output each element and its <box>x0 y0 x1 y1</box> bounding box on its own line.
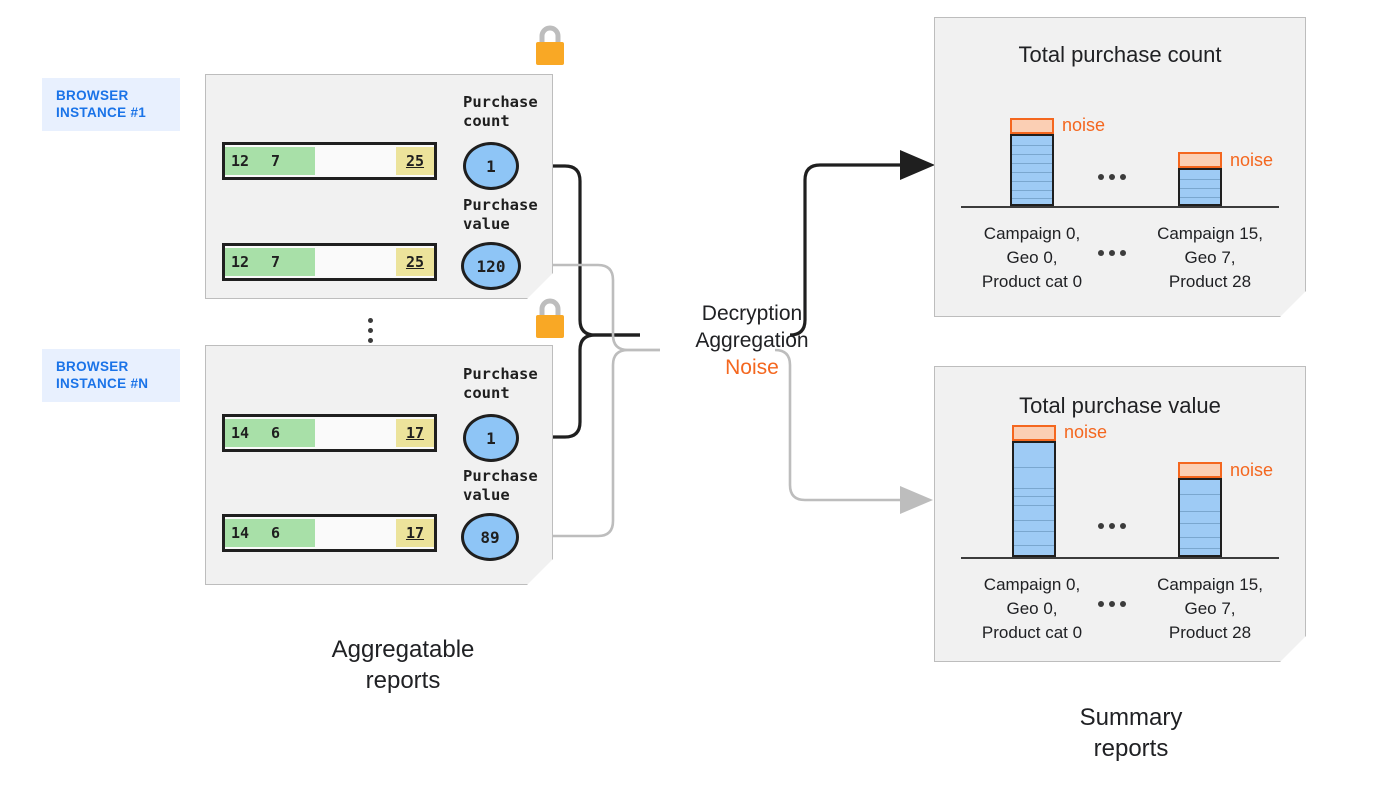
bar-count-campaign-0 <box>1010 134 1054 206</box>
report-cell-campaign: 14 <box>225 419 265 447</box>
metric-label-purchase-value: Purchase value <box>463 196 538 233</box>
metric-label-purchase-count: Purchase count <box>463 365 538 402</box>
noise-cap-bar-1 <box>1010 118 1054 134</box>
report-cell-gap <box>315 419 396 447</box>
noise-label-bar-2: noise <box>1230 460 1274 480</box>
report-cell-campaign: 12 <box>225 248 265 276</box>
noise-label-bar-1: noise <box>1064 422 1108 442</box>
wire-count-n <box>524 333 640 439</box>
report-row: 14 6 17 <box>222 414 437 452</box>
category-label-campaign-0: Campaign 0, Geo 0, Product cat 0 <box>981 224 1083 291</box>
caption-aggregatable-reports: Aggregatable reports <box>331 636 475 694</box>
vertical-ellipsis <box>368 318 373 343</box>
wire-out-count <box>789 163 905 337</box>
report-cell-geo: 7 <box>265 147 315 175</box>
noise-cap-bar-1 <box>1012 425 1056 441</box>
lock-icon <box>533 295 567 343</box>
report-cell-value-text: 25 <box>405 152 425 170</box>
purchase-count-bubble: 1 <box>463 142 519 190</box>
report-cell-geo: 6 <box>265 519 315 547</box>
report-cell-geo: 7 <box>265 248 315 276</box>
report-cell-campaign: 12 <box>225 147 265 175</box>
purchase-value-bubble: 89 <box>461 513 519 561</box>
chart-ellipsis-count <box>1098 174 1126 180</box>
report-cell-geo: 6 <box>265 419 315 447</box>
wire-value-n <box>522 348 660 538</box>
process-aggregation: Aggregation <box>695 329 809 352</box>
bar-value-campaign-15 <box>1178 478 1222 557</box>
report-cell-value: 25 <box>396 147 434 175</box>
summary-report-panel-value <box>934 366 1306 662</box>
process-noise: Noise <box>725 356 779 379</box>
report-cell-gap <box>315 248 396 276</box>
wire-out-value <box>774 348 905 502</box>
caption-summary-reports: Summary reports <box>1079 704 1183 762</box>
process-label: Decryption Aggregation Noise <box>662 300 842 381</box>
category-ellipsis-value <box>1098 601 1126 607</box>
noise-label-bar-1: noise <box>1062 115 1106 135</box>
report-cell-value-text: 17 <box>405 424 425 442</box>
chart-axis-value <box>961 557 1279 559</box>
category-label-campaign-15: Campaign 15, Geo 7, Product 28 <box>1157 575 1263 642</box>
bar-value-campaign-0 <box>1012 441 1056 557</box>
purchase-value-bubble: 120 <box>461 242 521 290</box>
browser-instance-1-chip: BROWSER INSTANCE #1 <box>42 78 180 131</box>
noise-cap-bar-2 <box>1178 152 1222 168</box>
process-decryption: Decryption <box>701 302 803 325</box>
browser-instance-n-chip: BROWSER INSTANCE #N <box>42 349 180 402</box>
report-cell-value-text: 25 <box>405 253 425 271</box>
chart-ellipsis-value <box>1098 523 1126 529</box>
report-row: 14 6 17 <box>222 514 437 552</box>
report-cell-gap <box>315 147 396 175</box>
category-label-campaign-0: Campaign 0, Geo 0, Product cat 0 <box>981 575 1083 642</box>
summary-title-value: Total purchase value <box>1019 393 1221 418</box>
report-cell-campaign: 14 <box>225 519 265 547</box>
metric-label-purchase-count: Purchase count <box>463 93 538 130</box>
purchase-count-bubble: 1 <box>463 414 519 462</box>
noise-cap-bar-2 <box>1178 462 1222 478</box>
category-ellipsis-count <box>1098 250 1126 256</box>
chart-axis-count <box>961 206 1279 208</box>
noise-label-bar-2: noise <box>1230 150 1274 170</box>
arrowhead-count <box>900 150 935 180</box>
metric-label-purchase-value: Purchase value <box>463 467 538 504</box>
report-cell-value: 25 <box>396 248 434 276</box>
report-cell-gap <box>315 519 396 547</box>
report-row: 12 7 25 <box>222 142 437 180</box>
bar-count-campaign-15 <box>1178 168 1222 206</box>
lock-icon <box>533 22 567 70</box>
report-cell-value: 17 <box>396 419 434 447</box>
category-label-campaign-15: Campaign 15, Geo 7, Product 28 <box>1157 224 1263 291</box>
summary-report-panel-count <box>934 17 1306 317</box>
wire-value-1 <box>522 263 660 352</box>
summary-title-count: Total purchase count <box>1018 42 1222 67</box>
report-row: 12 7 25 <box>222 243 437 281</box>
report-cell-value: 17 <box>396 519 434 547</box>
report-cell-value-text: 17 <box>405 524 425 542</box>
arrowhead-value <box>900 486 933 514</box>
